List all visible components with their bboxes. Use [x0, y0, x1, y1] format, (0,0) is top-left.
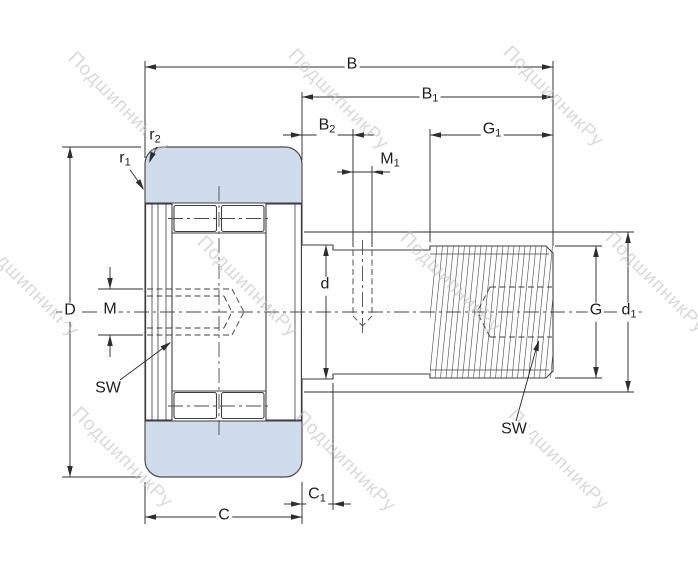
- label-text: G: [589, 301, 603, 319]
- label-subscript: 2: [154, 133, 161, 146]
- label-text: d: [320, 275, 330, 293]
- dim-label-D: D: [62, 301, 78, 322]
- label-subscript: 1: [495, 127, 502, 140]
- label-text: B: [421, 85, 433, 103]
- label-text: SW: [95, 379, 121, 397]
- needle-roller: [173, 391, 218, 420]
- dim-label-C: C: [216, 506, 232, 527]
- label-text: M: [103, 300, 117, 318]
- label-text: B: [346, 55, 358, 73]
- centerlines: [56, 186, 642, 438]
- arrowheads: [67, 64, 631, 520]
- dim-label-r2: r2: [147, 126, 163, 147]
- leader-sw-right: [515, 341, 539, 422]
- label-text: M: [380, 150, 394, 168]
- needle-roller: [220, 391, 265, 420]
- dim-label-SW-left: SW: [93, 379, 123, 400]
- label-text: r: [119, 149, 125, 167]
- dim-label-d1: d1: [619, 301, 639, 322]
- dim-label-C1: C1: [306, 485, 328, 506]
- label-text: d: [621, 301, 631, 319]
- label-text: G: [482, 120, 496, 138]
- label-subscript: 1: [124, 156, 131, 169]
- dim-label-M: M: [101, 300, 119, 321]
- label-subscript: 1: [432, 92, 439, 105]
- dim-label-SW-right: SW: [499, 420, 529, 441]
- label-text: C: [218, 506, 230, 524]
- dim-label-r1: r1: [117, 149, 133, 170]
- hex-socket-right: [476, 286, 552, 338]
- dim-label-d: d: [318, 275, 332, 296]
- label-text: C: [308, 485, 320, 503]
- label-subscript: 1: [630, 308, 637, 321]
- dim-label-B1: B1: [419, 85, 441, 106]
- label-text: r: [149, 126, 155, 144]
- label-subscript: 2: [329, 123, 336, 136]
- dim-label-M1: M1: [378, 150, 402, 171]
- dim-label-G: G: [587, 301, 605, 322]
- dim-label-B2: B2: [316, 116, 338, 137]
- label-subscript: 1: [393, 157, 400, 170]
- dim-label-G1: G1: [480, 120, 504, 141]
- label-text: D: [64, 301, 76, 319]
- label-subscript: 1: [319, 492, 326, 505]
- grease-hole: [352, 250, 373, 327]
- leader-sw-left: [119, 342, 171, 381]
- hidden-lines: [147, 250, 552, 338]
- label-text: SW: [501, 420, 527, 438]
- dim-label-B: B: [344, 55, 360, 76]
- hex-socket-left: [147, 288, 245, 336]
- label-text: B: [318, 116, 330, 134]
